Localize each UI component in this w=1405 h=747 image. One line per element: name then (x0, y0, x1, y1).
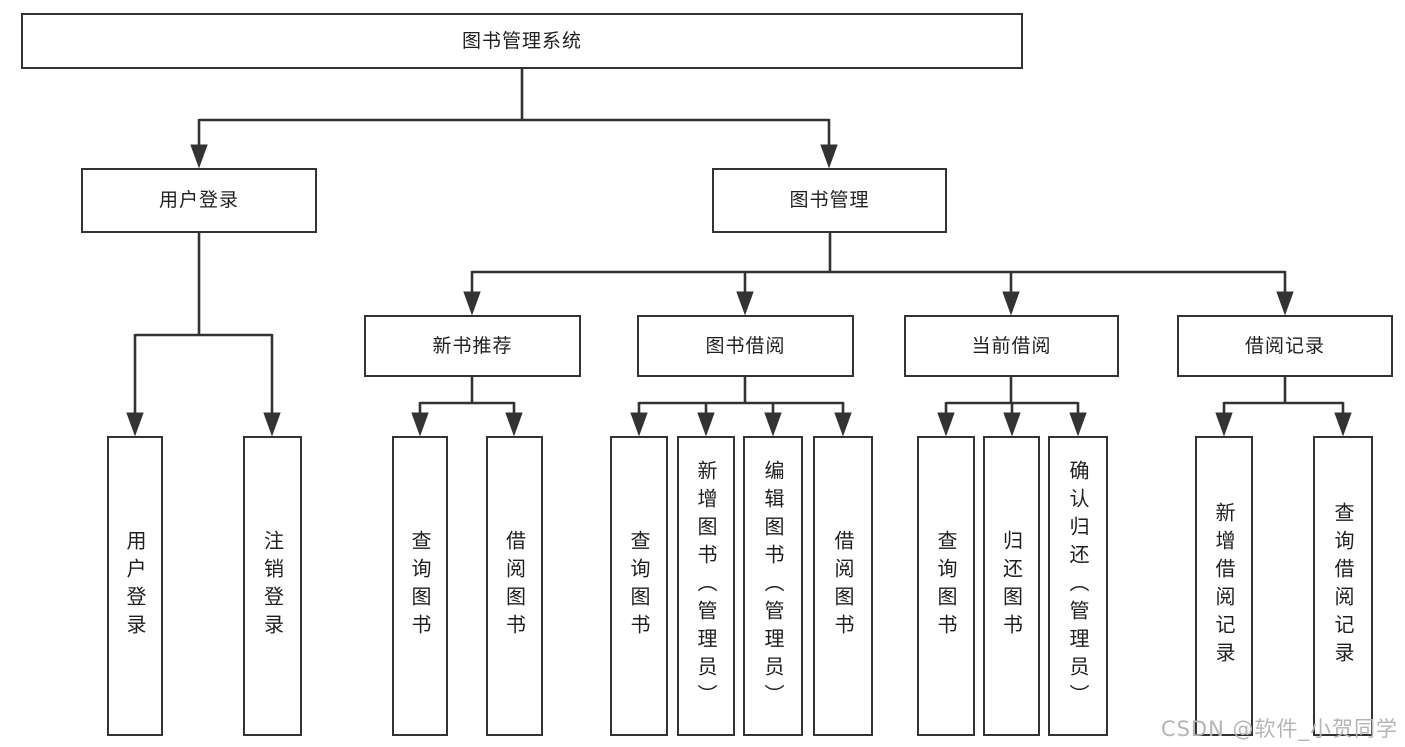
node-borrow-record: 借阅记录 (1177, 315, 1393, 377)
leaf-user-login: 用户登录 (107, 436, 163, 736)
leaf-current-query-books: 查询图书 (917, 436, 975, 736)
leaf-borrow-edit-books-admin: 编辑图书（管理员） (743, 436, 803, 736)
node-user-login: 用户登录 (81, 168, 317, 233)
leaf-borrow-borrow-books: 借阅图书 (813, 436, 873, 736)
node-new-book-recommend: 新书推荐 (364, 315, 581, 377)
leaf-logout: 注销登录 (243, 436, 302, 736)
leaf-newbook-borrow-books: 借阅图书 (486, 436, 543, 736)
node-current-borrow: 当前借阅 (904, 315, 1119, 377)
leaf-record-add-borrow-record: 新增借阅记录 (1195, 436, 1253, 736)
connector-borrow-record-children (1215, 376, 1352, 437)
connector-current-borrow-children (937, 376, 1087, 437)
connector-book-borrow-children (630, 376, 852, 437)
node-book-management: 图书管理 (712, 168, 947, 233)
connector-new-book-children (411, 376, 523, 437)
leaf-current-return-books: 归还图书 (983, 436, 1040, 736)
leaf-borrow-query-books: 查询图书 (610, 436, 668, 736)
connector-root-to-level2 (190, 68, 838, 169)
csdn-watermark: CSDN @软件_小贺同学 (1160, 717, 1398, 741)
connector-book-management-children (463, 232, 1294, 316)
node-root-library-system: 图书管理系统 (21, 13, 1023, 69)
connector-user-login-children (126, 232, 281, 437)
leaf-record-query-borrow-record: 查询借阅记录 (1313, 436, 1373, 736)
leaf-current-confirm-return-admin: 确认归还（管理员） (1048, 436, 1108, 736)
leaf-newbook-query-books: 查询图书 (392, 436, 448, 736)
node-book-borrow: 图书借阅 (637, 315, 854, 377)
leaf-borrow-add-books-admin: 新增图书（管理员） (677, 436, 735, 736)
